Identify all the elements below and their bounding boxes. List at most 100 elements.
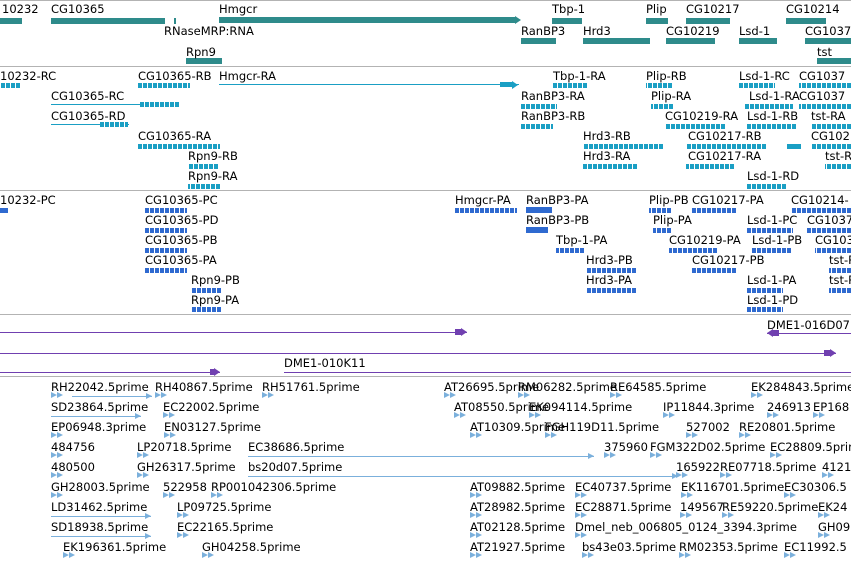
est-label[interactable]: EC22165.5prime xyxy=(177,520,274,534)
est-arrow-icon[interactable] xyxy=(164,432,170,438)
est-arrow-icon[interactable] xyxy=(57,392,63,398)
est-label[interactable]: SD23864.5prime xyxy=(51,400,149,414)
feature-label[interactable]: Hmgcr-PA xyxy=(455,193,511,207)
est-arrow-icon[interactable] xyxy=(784,552,790,558)
est-arrow-icon[interactable] xyxy=(470,512,476,518)
feature-label[interactable]: RanBP3-RB xyxy=(521,109,586,123)
est-label[interactable]: AT28982.5prime xyxy=(470,500,566,514)
feature-label[interactable]: CG10217-RB xyxy=(688,129,762,143)
feature-label[interactable]: CG10365-PD xyxy=(145,213,219,227)
est-arrow-icon[interactable] xyxy=(824,512,830,518)
feature-label[interactable]: Hrd3 xyxy=(583,24,611,38)
feature-label[interactable]: CG10214- xyxy=(811,129,851,143)
est-arrow-icon[interactable] xyxy=(757,392,763,398)
est-arrow-icon[interactable] xyxy=(822,472,828,478)
est-label[interactable]: EK116701.5prime xyxy=(681,480,785,494)
est-arrow-icon[interactable] xyxy=(616,392,622,398)
est-arrow-icon[interactable] xyxy=(819,412,825,418)
est-label[interactable]: EC38686.5prime xyxy=(248,440,345,454)
feature-block[interactable] xyxy=(521,38,556,44)
est-label[interactable]: RH22042.5prime xyxy=(51,380,149,394)
est-label[interactable]: RP001042306.5prime xyxy=(211,480,337,494)
est-label[interactable]: AT09882.5prime xyxy=(470,480,566,494)
feature-label[interactable]: DME1-016D07 xyxy=(767,318,850,332)
est-arrow-icon[interactable] xyxy=(818,512,824,518)
est-arrow-icon[interactable] xyxy=(163,412,169,418)
feature-label[interactable]: 10232-RC xyxy=(0,69,57,83)
est-label[interactable]: LP09725.5prime xyxy=(177,500,272,514)
feature-label[interactable]: tst xyxy=(817,45,833,59)
est-arrow-icon[interactable] xyxy=(650,452,656,458)
est-arrow-icon[interactable] xyxy=(177,512,183,518)
feature-block[interactable] xyxy=(686,18,730,24)
feature-block[interactable] xyxy=(807,228,851,233)
feature-block[interactable] xyxy=(653,228,671,233)
feature-block[interactable] xyxy=(651,104,673,109)
est-arrow-icon[interactable] xyxy=(545,432,551,438)
est-arrow-icon[interactable] xyxy=(575,492,581,498)
feature-label[interactable]: Plip-PA xyxy=(653,213,692,227)
est-arrow-icon[interactable] xyxy=(163,492,169,498)
feature-label[interactable]: Rpn9-PB xyxy=(191,273,240,287)
feature-block[interactable] xyxy=(191,288,221,293)
est-arrow-icon[interactable] xyxy=(169,412,175,418)
feature-block[interactable] xyxy=(552,18,582,24)
est-label[interactable]: EC22002.5prime xyxy=(163,400,260,414)
est-arrow-icon[interactable] xyxy=(161,392,167,398)
feature-block[interactable] xyxy=(791,208,851,213)
feature-block[interactable] xyxy=(145,248,187,253)
feature-label[interactable]: Hrd3-PA xyxy=(586,273,633,287)
feature-block[interactable] xyxy=(521,104,557,109)
feature-block[interactable] xyxy=(811,144,851,149)
feature-label[interactable]: CG1037 xyxy=(799,69,846,83)
est-arrow-icon[interactable] xyxy=(551,432,557,438)
est-arrow-icon[interactable] xyxy=(450,392,456,398)
feature-block[interactable] xyxy=(219,17,515,23)
feature-label[interactable]: CG10219-PA xyxy=(669,233,741,247)
est-label[interactable]: GH28003.5prime xyxy=(51,480,150,494)
est-arrow-icon[interactable] xyxy=(685,552,691,558)
feature-block[interactable] xyxy=(786,18,826,24)
est-arrow-icon[interactable] xyxy=(745,432,751,438)
feature-label[interactable]: CG10365-RC xyxy=(51,89,125,103)
est-arrow-icon[interactable] xyxy=(177,532,183,538)
est-arrow-icon[interactable] xyxy=(776,452,782,458)
est-label[interactable]: EC28871.5prime xyxy=(575,500,672,514)
feature-label[interactable]: CG10365-PC xyxy=(145,193,218,207)
feature-label[interactable]: RanBP3-PA xyxy=(526,193,589,207)
est-label[interactable]: Dmel_neb_006805_0124_3394.3prime xyxy=(575,520,797,534)
est-label[interactable]: EN03127.5prime xyxy=(164,420,261,434)
feature-block[interactable] xyxy=(747,124,797,129)
est-arrow-icon[interactable] xyxy=(818,532,824,538)
feature-block[interactable] xyxy=(145,208,187,213)
feature-block[interactable] xyxy=(191,307,221,312)
feature-label[interactable]: CG103 xyxy=(815,233,851,247)
feature-block[interactable] xyxy=(747,288,783,293)
est-arrow-icon[interactable] xyxy=(155,392,161,398)
feature-block[interactable] xyxy=(747,228,793,233)
est-label[interactable]: 522958 xyxy=(163,480,207,494)
est-label[interactable]: EP06948.3prime xyxy=(51,420,147,434)
est-arrow-icon[interactable] xyxy=(57,472,63,478)
est-arrow-icon[interactable] xyxy=(770,452,776,458)
feature-block[interactable] xyxy=(825,164,851,169)
est-arrow-icon[interactable] xyxy=(57,452,63,458)
est-label[interactable]: AT21927.5prime xyxy=(470,540,566,554)
est-arrow-icon[interactable] xyxy=(51,452,57,458)
est-arrow-icon[interactable] xyxy=(663,412,669,418)
est-arrow-icon[interactable] xyxy=(604,452,610,458)
est-label[interactable]: SD18938.5prime xyxy=(51,520,149,534)
feature-label[interactable]: 10232 xyxy=(2,2,39,16)
est-arrow-icon[interactable] xyxy=(470,492,476,498)
est-arrow-icon[interactable] xyxy=(687,492,693,498)
feature-block[interactable] xyxy=(526,227,548,233)
est-label[interactable]: AT26695.5prime xyxy=(444,380,540,394)
est-arrow-icon[interactable] xyxy=(582,552,588,558)
feature-block[interactable] xyxy=(188,184,220,189)
feature-block[interactable] xyxy=(210,369,214,375)
feature-label[interactable]: Tbp-1 xyxy=(552,2,586,16)
feature-block[interactable] xyxy=(815,248,851,253)
feature-label[interactable]: Lsd-1 xyxy=(739,24,771,38)
est-label[interactable]: EC28809.5prime xyxy=(770,440,851,454)
feature-block[interactable] xyxy=(686,164,734,169)
